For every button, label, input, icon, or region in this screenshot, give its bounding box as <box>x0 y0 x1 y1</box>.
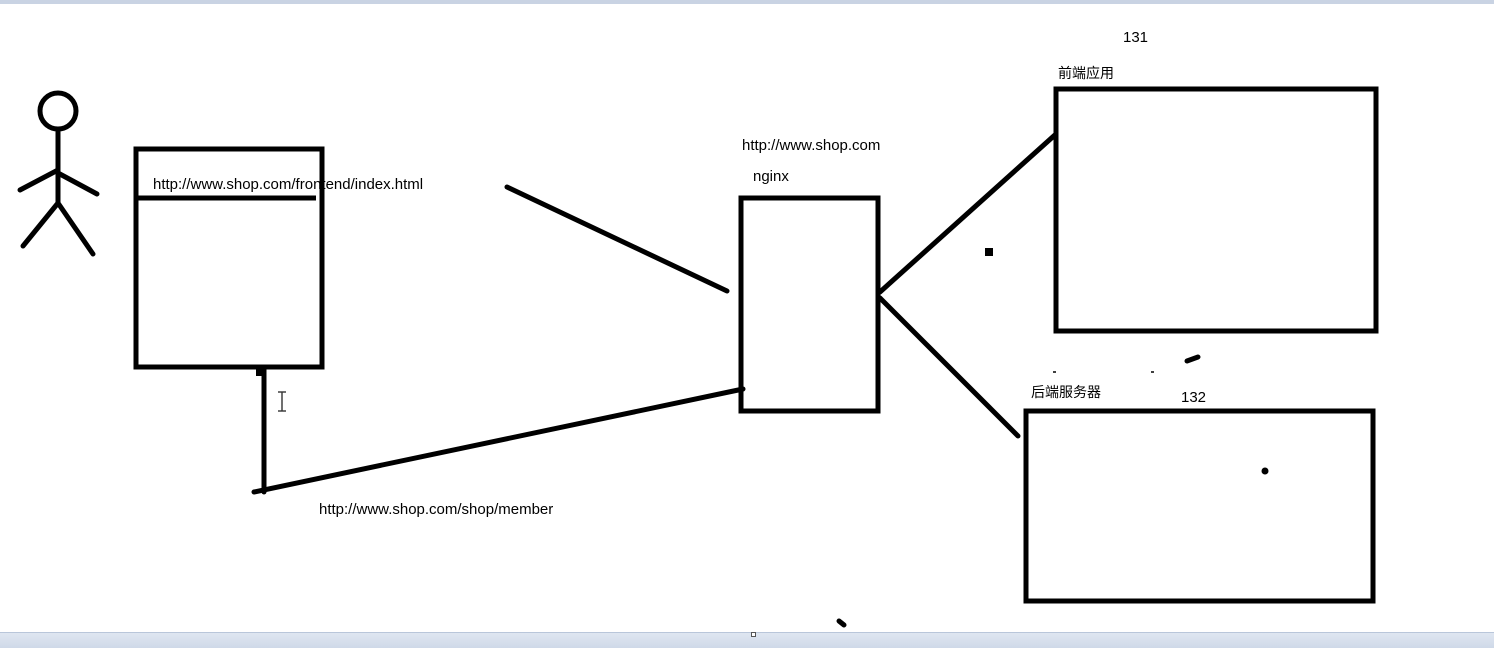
stray-dash <box>836 618 847 628</box>
user-left-arm <box>17 167 61 193</box>
browser-box <box>133 146 325 370</box>
nginx-box <box>738 195 881 414</box>
user-right-leg <box>55 200 96 257</box>
nginx-name-label: nginx <box>753 168 789 185</box>
nginx-routing-lines <box>877 131 1059 439</box>
line-joint <box>256 368 264 376</box>
frontend-app-box <box>1053 86 1379 334</box>
text-cursor-icon <box>278 391 286 412</box>
stray-dot <box>1261 467 1269 475</box>
backend-name-label: 后端服务器 <box>1031 385 1101 401</box>
user-stick-figure-icon <box>17 90 100 257</box>
stray-dash <box>1184 354 1201 364</box>
frontend-ip-label: 131 <box>1123 29 1149 46</box>
browser-frame <box>133 146 325 370</box>
frontend-name-label: 前端应用 <box>1058 66 1114 82</box>
canvas-resize-handle[interactable] <box>751 632 756 637</box>
user-head <box>37 90 79 132</box>
browser-url-label: http://www.shop.com/frontend/index.html <box>153 176 424 193</box>
user-left-leg <box>20 200 61 249</box>
member-request-line <box>251 365 746 495</box>
browser-address-area <box>139 155 319 183</box>
canvas-bottom-bar <box>0 632 1494 648</box>
user-right-arm <box>55 170 100 197</box>
backend-server-box <box>1023 408 1376 604</box>
nginx-host-label: http://www.shop.com <box>742 137 881 154</box>
member-url-label: http://www.shop.com/shop/member <box>319 501 554 518</box>
frontend-request-line <box>504 184 730 294</box>
nginx-to-frontend-line <box>877 131 1059 295</box>
backend-ip-label: 132 <box>1181 389 1207 406</box>
member-to-nginx-line <box>251 386 746 495</box>
nginx-to-backend-line <box>877 295 1021 439</box>
stray-dot <box>985 248 993 256</box>
window-top-edge <box>0 0 1494 4</box>
